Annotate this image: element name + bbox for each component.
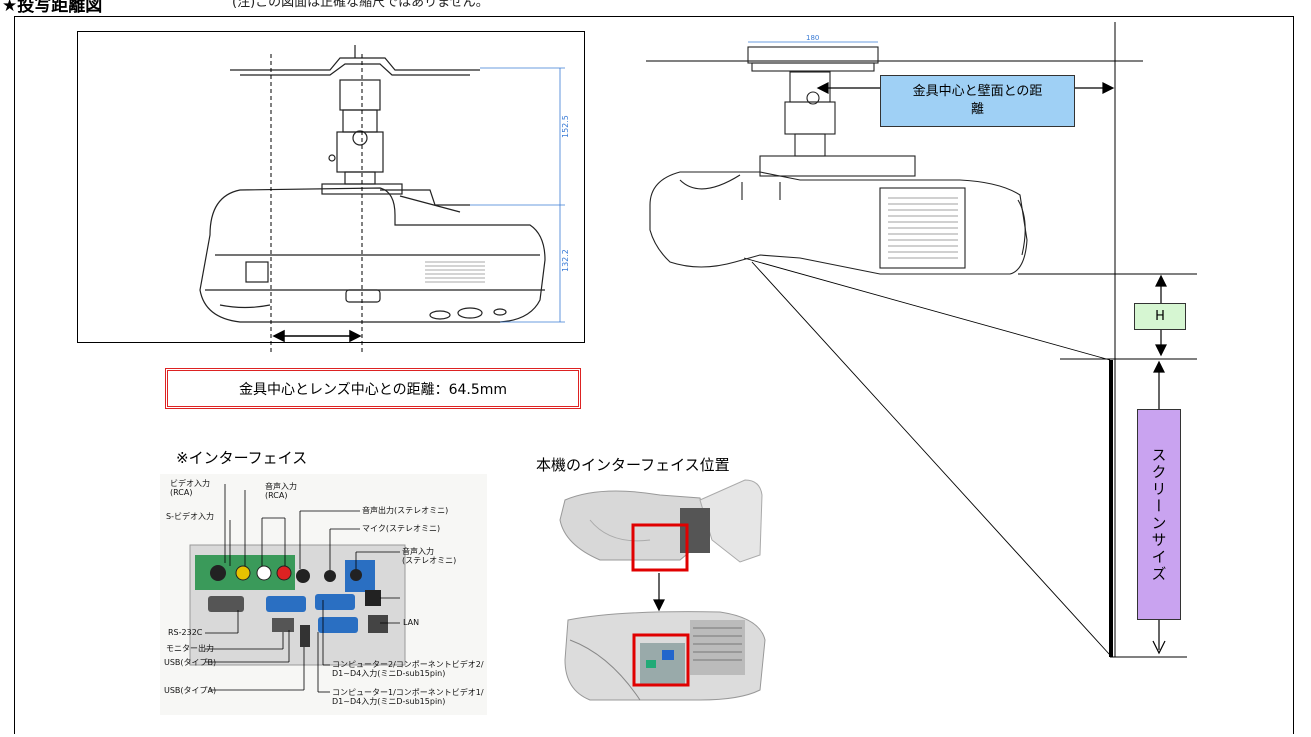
interface-panel (189, 544, 406, 666)
lens-distance-arrow (272, 329, 362, 343)
wall-distance-callout: 金具中心と壁面との距離 (880, 75, 1075, 127)
mic-label: マイク(ステレオミニ) (362, 524, 441, 533)
lens-distance-box: 金具中心とレンズ中心との距離：64.5mm (165, 368, 581, 409)
front-view-dimensions (470, 67, 565, 323)
location-arrow (653, 573, 665, 612)
callout-arrows (816, 82, 1115, 94)
rs232c-label: RS-232C (168, 628, 203, 637)
monitor-out-label: モニター出力 (166, 644, 214, 653)
computer1-label: コンピューター1/コンポーネントビデオ1/ D1~D4入力(ミニD-sub15p… (332, 688, 484, 706)
location-photo-top (559, 479, 763, 572)
dim-bottom-text: 132.2 (561, 249, 570, 272)
audio-output-label: 音声出力(ステレオミニ) (362, 506, 449, 515)
s-video-label: S-ビデオ入力 (166, 512, 214, 521)
interface-location-title: 本機のインターフェイス位置 (536, 456, 730, 474)
screen-size-box: スクリーンサイズ (1137, 409, 1181, 620)
interface-leader-lines (205, 484, 400, 693)
screen-size-label: スクリーンサイズ (1149, 446, 1168, 583)
side-view-projector (649, 41, 1028, 275)
h-arrows (1155, 274, 1167, 357)
scale-note: (注)この図面は正確な縮尺ではありません。 (232, 0, 489, 10)
side-view-guides (646, 22, 1197, 658)
dim-width-text: 180 (806, 34, 819, 42)
video-input-label: ビデオ入力 (RCA) (170, 479, 210, 497)
h-label-box: H (1134, 303, 1186, 330)
screen-arrows (1153, 360, 1165, 650)
location-photo-bottom (564, 611, 766, 701)
front-view-projector (199, 45, 546, 323)
content-frame (14, 16, 1294, 734)
wall-distance-label: 金具中心と壁面との距離 (912, 84, 1043, 117)
lan-label: LAN (403, 618, 420, 627)
page-title: ★投写距離図 (2, 0, 103, 16)
interface-title: ※インターフェイス (176, 449, 308, 467)
audio-input-rca-label: 音声入力 (RCA) (265, 482, 297, 500)
audio-input-mini-label: 音声入力 (ステレオミニ) (402, 547, 457, 565)
dim-top-text: 152.5 (561, 115, 570, 138)
computer2-label: コンピューター2/コンポーネントビデオ2/ D1~D4入力(ミニD-sub15p… (332, 660, 484, 678)
usb-b-label: USB(タイプB) (164, 658, 217, 667)
projection-lines (743, 257, 1111, 656)
front-view-drawing (77, 31, 585, 343)
usb-a-label: USB(タイプA) (164, 686, 217, 695)
